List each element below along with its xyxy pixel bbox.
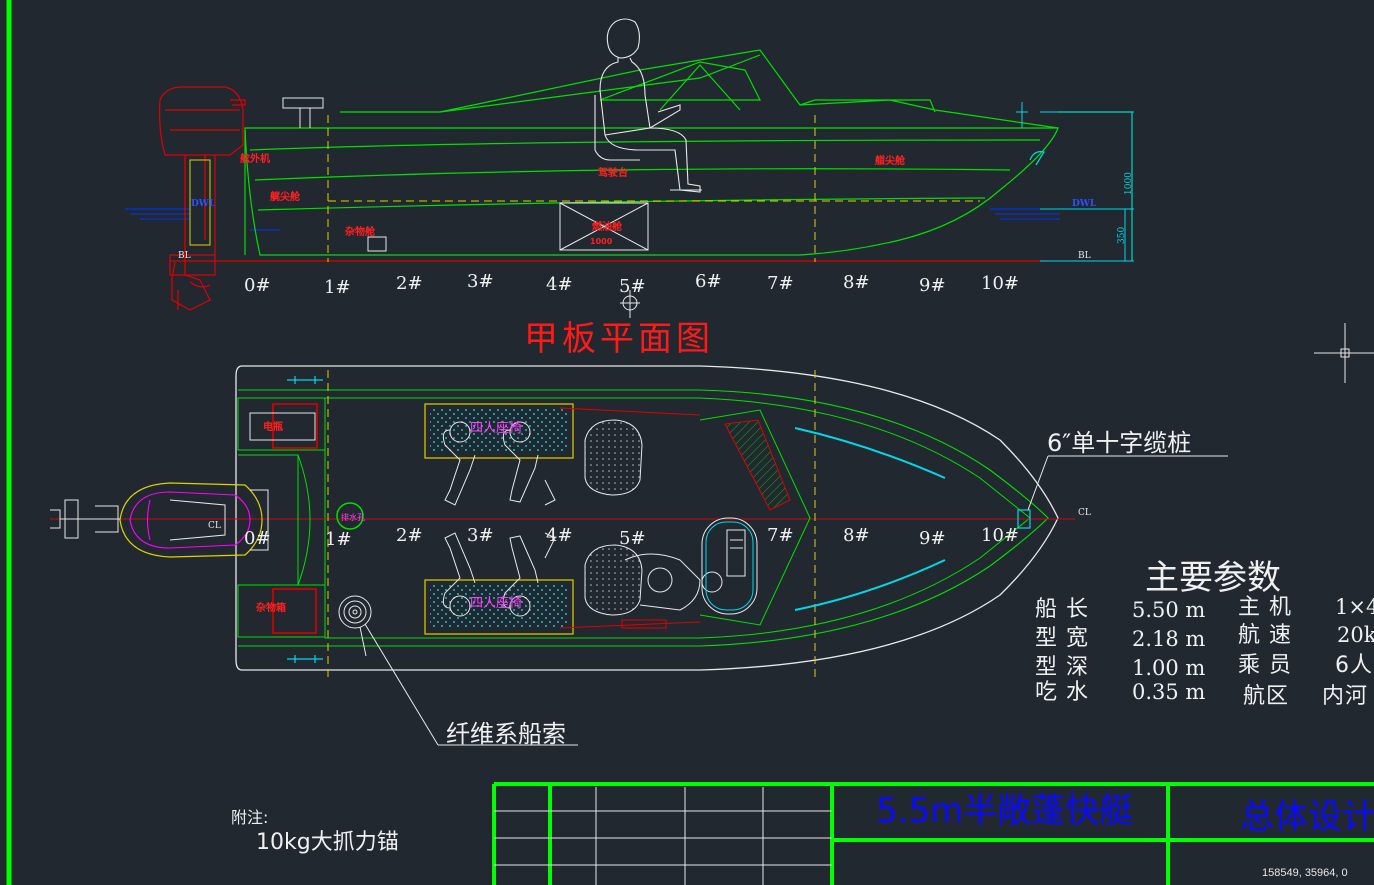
side-profile <box>125 18 1134 318</box>
plan-title: 甲板平面图 <box>524 319 714 359</box>
profile-station: 4# <box>546 274 573 295</box>
param-key: 航 速 <box>1238 623 1292 648</box>
profile-station: 1# <box>324 277 351 298</box>
param-key: 吃 水 <box>1035 680 1089 705</box>
plan-station: 8# <box>843 525 870 546</box>
param-key: 船 长 <box>1035 597 1089 622</box>
profile-station: 10# <box>981 273 1019 294</box>
label-bl-right: BL <box>1078 251 1091 261</box>
param-value: 5.50 m <box>1132 598 1205 622</box>
plan-station: 5# <box>619 528 646 549</box>
profile-station: 2# <box>396 273 423 294</box>
param-key: 型 宽 <box>1035 626 1089 651</box>
title-drawing: 总体设计 <box>1240 797 1374 837</box>
profile-station: 0# <box>244 275 271 296</box>
label-dwl-left: DWL <box>191 199 216 209</box>
status-coordinates: 158549, 35964, 0 <box>1262 867 1348 879</box>
label-bl-left: BL <box>178 251 191 261</box>
crosshair-cursor-icon <box>1314 323 1374 383</box>
param-key: 型 深 <box>1035 655 1089 680</box>
label-cl-stern: CL <box>208 521 221 531</box>
callout-bollard: 6″单十字缆桩 <box>1047 429 1191 457</box>
label-cl-bow: CL <box>1078 508 1091 518</box>
profile-station: 3# <box>467 271 494 292</box>
label-misc-tank: 杂物舱 <box>345 225 376 238</box>
title-block <box>492 782 1374 885</box>
param-value: 1×4 <box>1335 595 1374 619</box>
label-fuel-tank: 燃油舱 <box>592 220 623 233</box>
callout-rope: 纤维系船索 <box>446 720 566 748</box>
plan-station: 0# <box>244 528 271 549</box>
plan-station: 7# <box>767 525 794 546</box>
plan-station: 4# <box>546 525 573 546</box>
profile-station: 5# <box>619 276 646 297</box>
param-value: 2.18 m <box>1132 627 1205 651</box>
profile-station: 6# <box>695 271 722 292</box>
plan-station: 2# <box>396 525 423 546</box>
param-value: 20k <box>1337 623 1374 647</box>
label-stern-cabin: 艉尖舱 <box>270 190 301 203</box>
profile-station: 7# <box>767 273 794 294</box>
label-driver-seat: 驾驶台 <box>597 166 628 179</box>
deck-plan <box>50 365 1228 746</box>
param-key: 乘 员 <box>1238 653 1292 678</box>
param-key: 航区 <box>1243 684 1289 709</box>
notes-label: 附注: <box>231 808 268 827</box>
param-value: 1.00 m <box>1132 656 1205 680</box>
dim-draft: 350 <box>1117 227 1127 244</box>
outboard-motor-icon <box>158 86 246 311</box>
label-outboard-motor: 舷外机 <box>240 152 270 165</box>
param-value: 0.35 m <box>1132 680 1205 704</box>
label-dwl-right: DWL <box>1072 199 1097 209</box>
label-battery: 电瓶 <box>263 420 283 433</box>
label-seat-top: 四人座椅 <box>470 421 522 436</box>
person-silhouette-icon <box>594 18 702 193</box>
param-value: 6人 <box>1335 653 1373 678</box>
plan-station: 10# <box>981 525 1019 546</box>
plan-station: 9# <box>919 528 946 549</box>
plan-station: 3# <box>467 525 494 546</box>
profile-station: 8# <box>843 272 870 293</box>
param-key: 主 机 <box>1238 595 1292 620</box>
notes-anchor: 10kg大抓力锚 <box>256 830 399 855</box>
params-title: 主要参数 <box>1145 558 1281 598</box>
label-drain: 排水孔 <box>341 512 365 522</box>
label-seat-bottom: 四人座椅 <box>470 596 522 611</box>
profile-station: 9# <box>919 275 946 296</box>
plan-station: 1# <box>325 529 352 550</box>
label-misc-box: 杂物箱 <box>256 601 286 614</box>
label-box-dim: 1000 <box>590 237 613 246</box>
param-value: 内河 <box>1322 684 1368 709</box>
dim-depth: 1000 <box>1124 172 1134 195</box>
label-bow-cabin: 艏尖舱 <box>874 154 906 167</box>
title-project: 5.5m半敞蓬快艇 <box>876 791 1133 831</box>
